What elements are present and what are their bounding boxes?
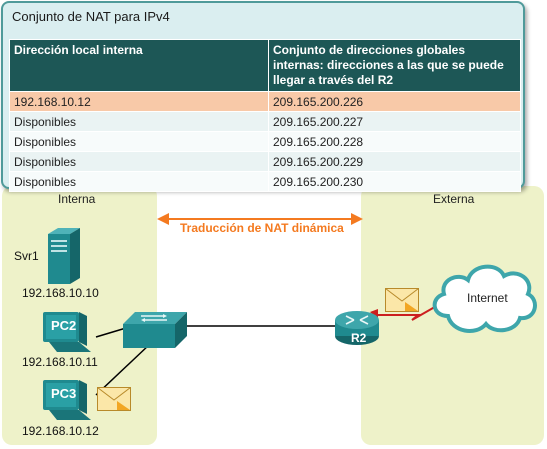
outside-zone-label: Externa	[433, 192, 475, 206]
header-global-pool: Conjunto de direcciones globales interna…	[268, 39, 521, 92]
pc3-ip: 192.168.10.12	[22, 424, 99, 438]
cell-local: Disponibles	[9, 131, 269, 152]
pc2-icon	[43, 312, 91, 352]
cell-local: 192.168.10.12	[9, 91, 269, 112]
pc3-name: PC3	[51, 386, 77, 401]
cell-global: 209.165.200.226	[268, 91, 521, 112]
table-row: Disponibles 209.165.200.227	[9, 111, 521, 132]
inside-zone-label: Interna	[58, 192, 96, 206]
server-ip: 192.168.10.10	[22, 286, 99, 300]
nat-pool-table: Dirección local interna Conjunto de dire…	[9, 39, 521, 192]
server-name: Svr1	[14, 249, 39, 263]
envelope-icon	[385, 288, 419, 312]
cell-global: 209.165.200.227	[268, 111, 521, 132]
cell-global: 209.165.200.230	[268, 171, 521, 192]
router-icon	[335, 311, 379, 345]
nat-translation-label: Traducción de NAT dinámica	[180, 221, 344, 235]
pc2-ip: 192.168.10.11	[22, 355, 98, 369]
table-row: Disponibles 209.165.200.229	[9, 151, 521, 172]
envelope-icon	[97, 387, 131, 411]
nat-pool-panel: Conjunto de NAT para IPv4 Dirección loca…	[1, 1, 525, 192]
table-row: Disponibles 209.165.200.230	[9, 171, 521, 192]
router-name: R2	[351, 331, 367, 345]
link-router-internet	[376, 303, 441, 321]
cell-local: Disponibles	[9, 151, 269, 172]
pc2-name: PC2	[51, 318, 77, 333]
cell-global: 209.165.200.229	[268, 151, 521, 172]
table-row: Disponibles 209.165.200.228	[9, 131, 521, 152]
cell-local: Disponibles	[9, 111, 269, 132]
switch-icon	[123, 312, 187, 348]
nat-translation-arrow	[157, 213, 363, 225]
pc3-icon	[43, 380, 91, 420]
internet-label: Internet	[467, 291, 508, 305]
link-pc3-switch	[95, 343, 151, 396]
cell-local: Disponibles	[9, 171, 269, 192]
header-local-address: Dirección local interna	[9, 39, 269, 92]
server-icon	[48, 228, 80, 284]
nat-pool-title: Conjunto de NAT para IPv4	[12, 9, 170, 24]
table-row: 192.168.10.12 209.165.200.226	[9, 91, 521, 112]
cell-global: 209.165.200.228	[268, 131, 521, 152]
cloud-icon	[432, 264, 537, 333]
table-header-row: Dirección local interna Conjunto de dire…	[9, 39, 521, 92]
link-pc2-switch	[95, 327, 127, 338]
